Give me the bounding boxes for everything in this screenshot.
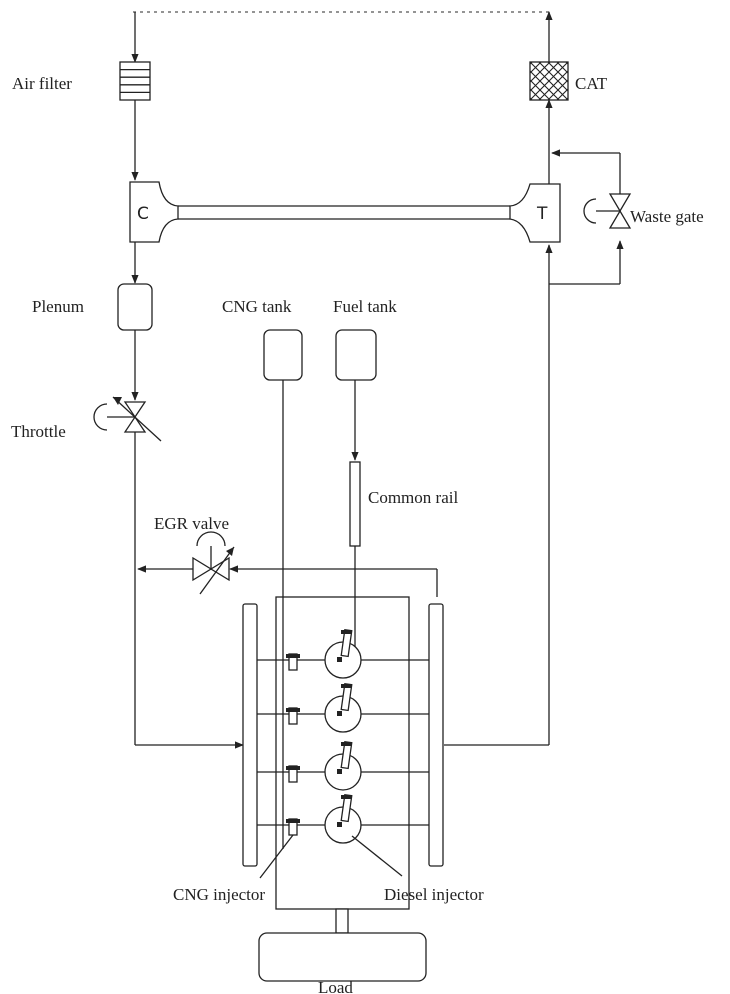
air-filter-icon (119, 61, 151, 101)
egr-valve-label: EGR valve (154, 514, 229, 533)
load-box (258, 932, 427, 982)
cat-label: CAT (575, 74, 608, 93)
egr-valve-icon (192, 531, 235, 595)
driveshaft (335, 908, 349, 934)
waste-gate-label: Waste gate (630, 207, 704, 226)
throttle-valve-icon (93, 396, 162, 442)
throttle-label: Throttle (11, 422, 66, 441)
common-rail-label: Common rail (368, 488, 458, 507)
common-rail-box (349, 461, 361, 547)
intake-manifold (242, 603, 258, 867)
fuel-tank-label: Fuel tank (333, 297, 397, 316)
catalytic-converter-icon (529, 61, 569, 101)
cylinder-3 (257, 740, 429, 791)
compressor-label: C (137, 204, 149, 224)
cng-injector-label: CNG injector (173, 885, 265, 904)
diesel-injector-leader (351, 835, 403, 877)
cylinder-2 (257, 682, 429, 733)
air-filter-label: Air filter (12, 74, 72, 93)
turbo-shaft (178, 205, 510, 220)
cylinder-4 (257, 793, 429, 844)
cng-tank-label: CNG tank (222, 297, 292, 316)
load-label: Load (318, 978, 353, 994)
exhaust-manifold (428, 603, 444, 867)
plenum-box (117, 283, 153, 331)
plenum-label: Plenum (32, 297, 84, 316)
cng-injector-leader (259, 834, 294, 879)
diesel-injector-label: Diesel injector (384, 885, 484, 904)
waste-gate-valve-icon (583, 193, 632, 229)
turbine-icon (509, 183, 561, 243)
fuel-tank-box (335, 329, 377, 381)
turbine-label: T (536, 204, 548, 224)
cng-tank-box (263, 329, 303, 381)
cylinder-1 (257, 628, 429, 679)
